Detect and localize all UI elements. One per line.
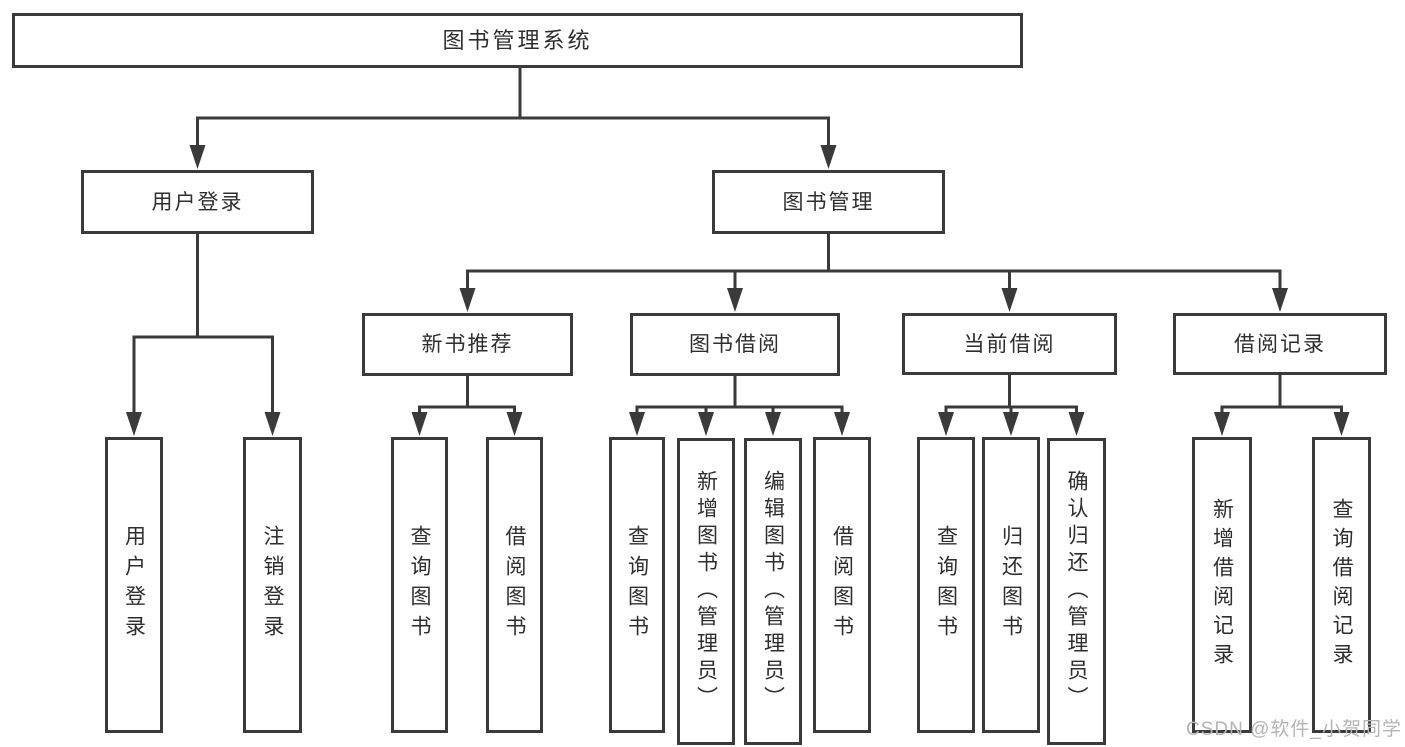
connector-current-to-leaves (944, 373, 1078, 415)
node-current-borrow: 当前借阅 (902, 313, 1117, 375)
node-root: 图书管理系统 (12, 13, 1023, 68)
arrowhead-records-add-record (1214, 412, 1230, 436)
node-borrow-borrow-books: 借阅图书 (813, 437, 871, 733)
node-user-login: 用户登录 (81, 170, 314, 234)
connector-records-to-leaves (1220, 373, 1343, 415)
node-records-add-record: 新增借阅记录 (1192, 437, 1252, 733)
arrowhead-current-borrow (1001, 288, 1018, 312)
arrowhead-borrow-records (1272, 288, 1288, 312)
arrowhead-current-return-books (1003, 412, 1019, 436)
arrowhead-borrow-add-books (698, 412, 714, 436)
node-records-query-record: 查询借阅记录 (1312, 437, 1371, 733)
node-current-confirm-return: 确认归还（管理员） (1047, 438, 1106, 745)
arrowhead-recommend-borrow-books (506, 412, 523, 436)
csdn-watermark: CSDN @软件_小贺同学 (1186, 719, 1402, 740)
arrowhead-new-book-recommend (459, 288, 476, 312)
connector-userlogin-to-leaves (132, 232, 274, 415)
node-leaf-logout: 注销登录 (243, 437, 302, 733)
node-recommend-borrow-books: 借阅图书 (486, 437, 543, 733)
arrowhead-borrow-borrow-books (834, 412, 850, 436)
arrowhead-recommend-query-books (411, 412, 428, 436)
node-book-borrow: 图书借阅 (630, 313, 840, 376)
arrowhead-records-query-record (1333, 412, 1350, 436)
connector-borrow-to-leaves (635, 374, 844, 415)
arrowhead-book-management (820, 145, 837, 169)
node-current-return-books: 归还图书 (982, 437, 1040, 733)
node-new-book-recommend: 新书推荐 (362, 313, 573, 376)
node-leaf-user-login: 用户登录 (105, 437, 163, 733)
arrowhead-borrow-query-books (629, 412, 645, 436)
connector-root-to-level1 (196, 66, 830, 148)
node-borrow-records: 借阅记录 (1173, 313, 1387, 375)
arrowhead-user-login (189, 145, 206, 169)
node-borrow-edit-books: 编辑图书（管理员） (744, 438, 802, 745)
arrowhead-book-borrow (727, 288, 743, 312)
arrowhead-current-confirm-return (1068, 412, 1085, 436)
arrowhead-leaf-logout (264, 412, 281, 436)
arrowhead-current-query-books (938, 412, 954, 436)
node-borrow-add-books: 新增图书（管理员） (677, 438, 735, 745)
node-current-query-books: 查询图书 (917, 437, 975, 733)
connector-recommend-to-leaves (418, 374, 516, 415)
node-book-management: 图书管理 (712, 170, 945, 234)
node-recommend-query-books: 查询图书 (391, 437, 448, 733)
arrowhead-leaf-user-login (126, 412, 142, 436)
connector-bookmgmt-to-level2 (466, 232, 1282, 291)
arrowhead-borrow-edit-books (765, 412, 781, 436)
node-borrow-query-books: 查询图书 (609, 437, 665, 733)
